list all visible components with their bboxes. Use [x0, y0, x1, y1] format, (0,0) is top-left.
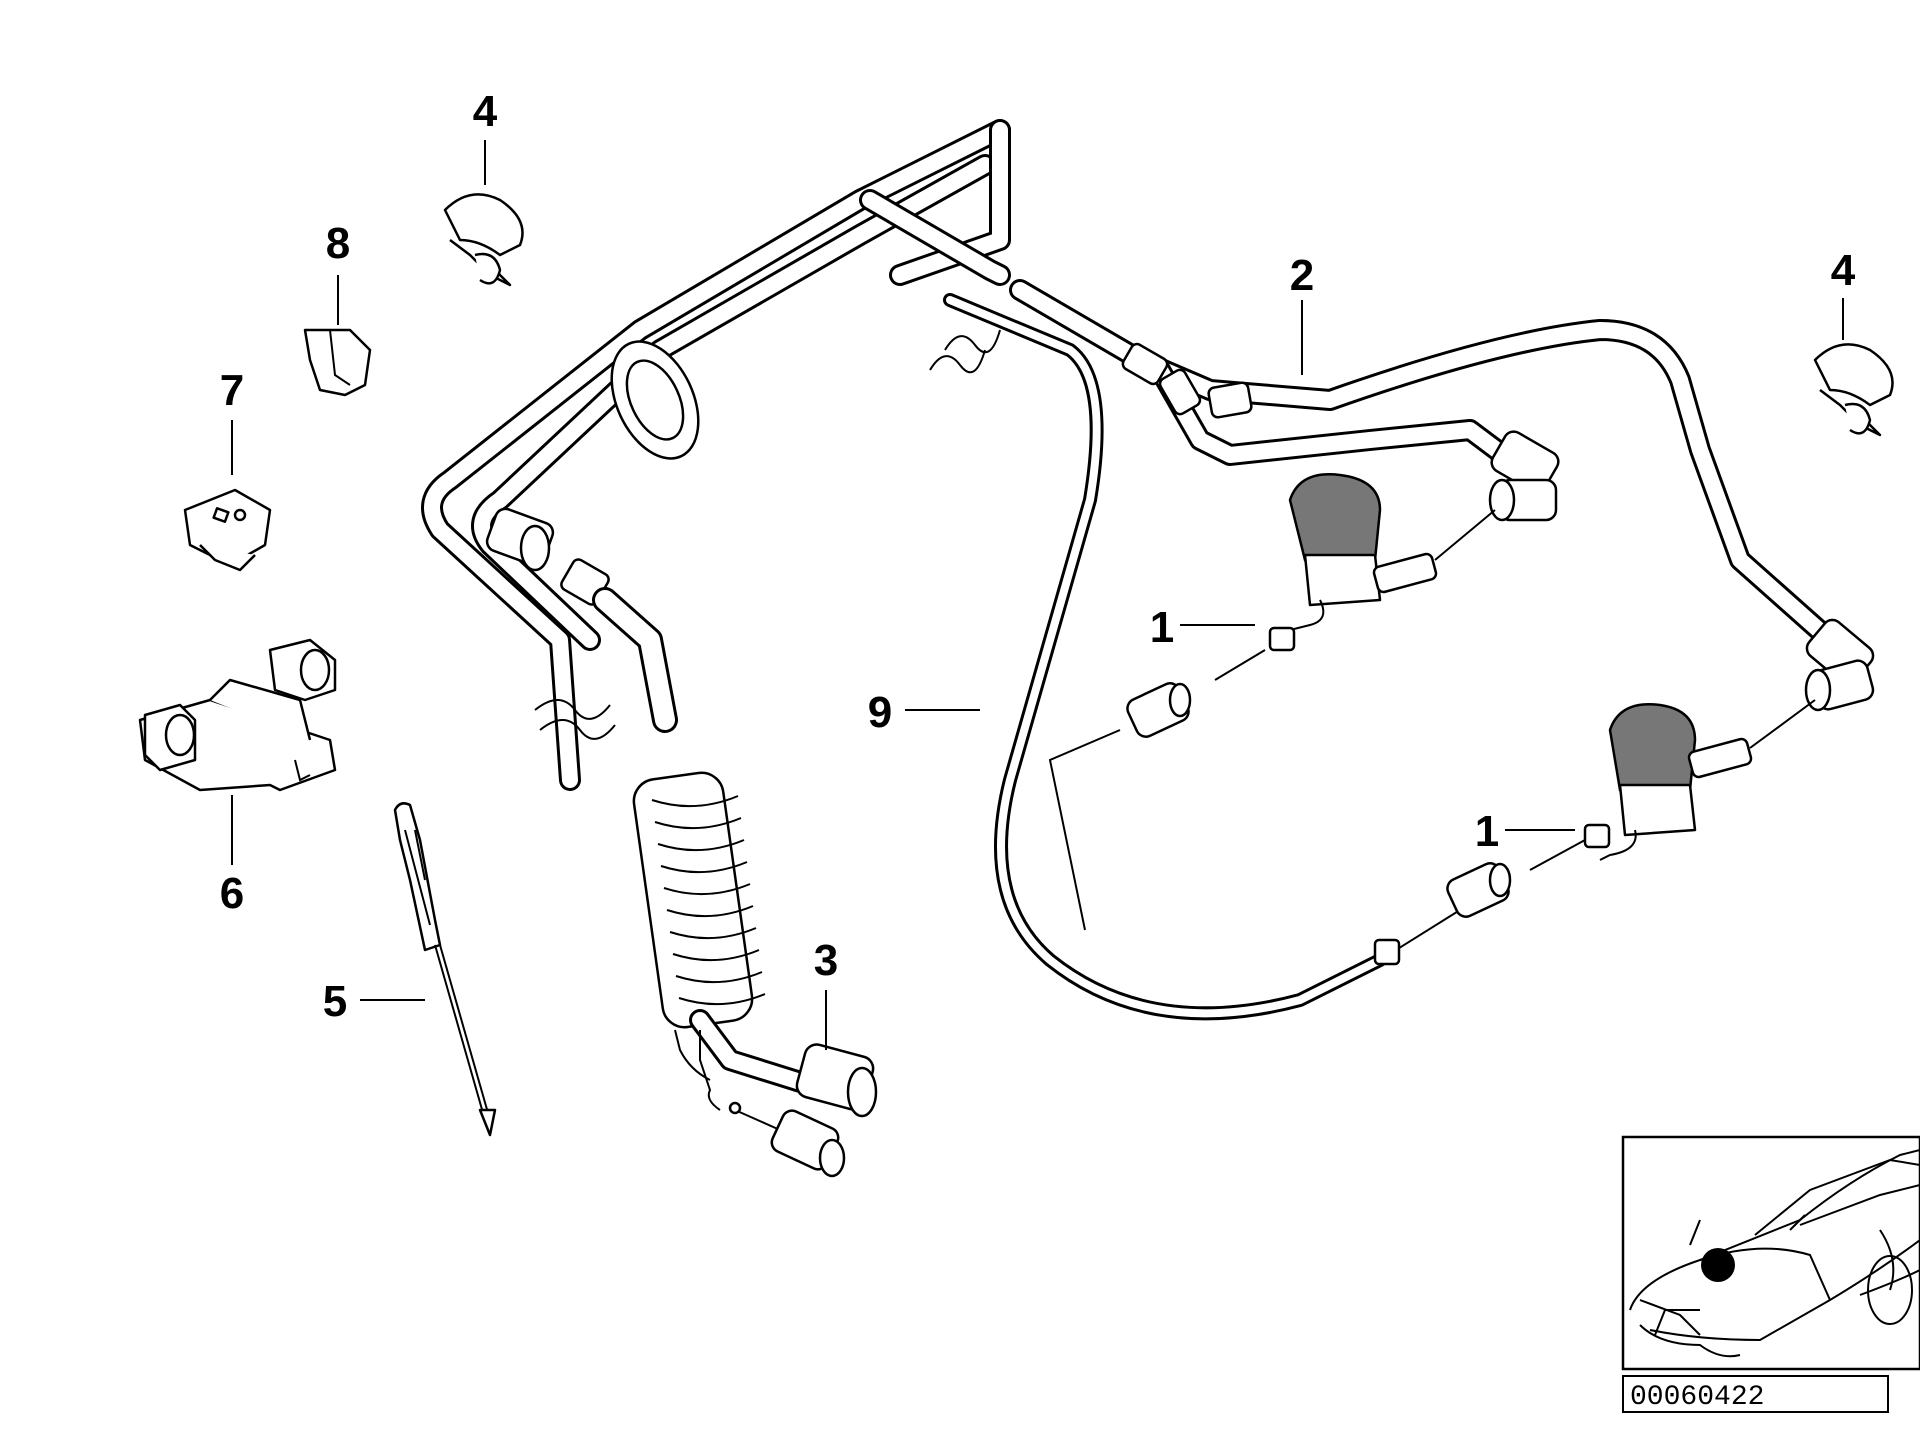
- washer-jet-lower: [1583, 703, 1753, 861]
- sleeve-rib: [657, 839, 745, 852]
- elbow-connector-right-lower: [1804, 618, 1875, 712]
- sensor-plug-bottom: [728, 1101, 846, 1178]
- sleeve-rib: [666, 905, 754, 918]
- holder-bracket-6: [138, 638, 337, 792]
- sleeve-rib: [675, 971, 763, 984]
- sleeve-rib: [678, 993, 766, 1006]
- sleeve-rib: [669, 927, 757, 940]
- callout-1-lower: 1: [1475, 807, 1499, 856]
- break-markers: [534, 329, 1001, 740]
- callout-1-upper: 1: [1150, 603, 1174, 652]
- hose-clip-4-right: [1813, 343, 1894, 437]
- corrugated-sleeve: [632, 771, 821, 1111]
- callout-8: 8: [326, 219, 350, 268]
- callout-4-left: 4: [473, 87, 498, 136]
- hose-clip-4-left: [443, 193, 524, 287]
- sleeve-rib: [672, 949, 760, 962]
- callout-9: 9: [868, 688, 892, 737]
- callout-5: 5: [323, 977, 347, 1026]
- sleeve-rib: [654, 817, 742, 830]
- wire-harness-9: [943, 293, 1461, 1021]
- sleeve-rib: [651, 795, 739, 808]
- nut-clip-7: [183, 488, 272, 572]
- elbow-connector-right-upper: [1488, 430, 1560, 522]
- grommet: [610, 340, 700, 460]
- location-marker: [1701, 1248, 1735, 1282]
- sleeve-rib: [660, 861, 748, 874]
- sensor-plug-right: [1446, 862, 1512, 918]
- callout-2: 2: [1290, 251, 1314, 300]
- washer-hose-left: [421, 119, 1011, 791]
- washer-hose-right: [1009, 279, 1841, 651]
- reference-code: 00060422: [1630, 1382, 1764, 1413]
- temperature-sensor-5: [393, 802, 497, 1137]
- sensor-plug-middle: [1126, 682, 1192, 738]
- callout-7: 7: [220, 366, 244, 415]
- sleeve-rib: [663, 883, 751, 896]
- hose-connector-3: [795, 1043, 878, 1118]
- clip-8: [303, 328, 372, 397]
- callout-leaders: [231, 140, 1844, 1050]
- car-outline: [1629, 1149, 1920, 1358]
- callout-3: 3: [814, 936, 838, 985]
- elbow-connector-left: [485, 507, 678, 733]
- tee-connector: [1121, 342, 1253, 419]
- callout-4-right: 4: [1831, 246, 1856, 295]
- car-location-inset: 00060422: [1621, 1135, 1920, 1413]
- callout-labels: 4 8 7 6 5 3 9 2 1 1 4: [220, 87, 1856, 1026]
- washer-jet-upper: [1268, 473, 1438, 652]
- assembly-lines: [1214, 509, 1816, 871]
- callout-6: 6: [220, 869, 244, 918]
